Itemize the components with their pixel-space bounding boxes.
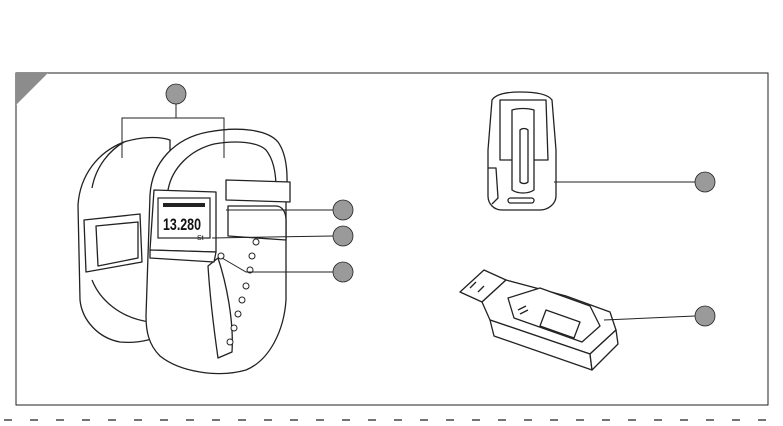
strap-hole bbox=[231, 325, 237, 331]
strap-hole bbox=[239, 297, 245, 303]
callout-marker-module bbox=[333, 200, 353, 220]
belt-clip bbox=[488, 92, 556, 210]
display-reading: 13.280 bbox=[163, 215, 201, 234]
callout-marker-usb-charger bbox=[695, 306, 715, 326]
callout-line-usb-charger bbox=[604, 316, 695, 320]
strap-hole bbox=[253, 239, 259, 245]
callout-marker-button bbox=[333, 262, 353, 282]
callout-marker-display bbox=[333, 226, 353, 246]
usb-charger bbox=[460, 270, 618, 370]
corner-marker bbox=[16, 73, 48, 105]
registration-marks bbox=[0, 412, 783, 426]
strap-hole bbox=[249, 253, 255, 259]
strap-hole bbox=[243, 283, 249, 289]
display-unit: St bbox=[197, 235, 204, 242]
strap-hole bbox=[235, 311, 241, 317]
callout-marker-belt-clip bbox=[695, 172, 715, 192]
belt-clip-slot bbox=[508, 198, 534, 203]
wristband-front bbox=[146, 129, 290, 373]
display-progress-bar bbox=[163, 203, 205, 207]
callout-marker-wristbands bbox=[166, 84, 186, 104]
strap-hole bbox=[227, 339, 233, 345]
